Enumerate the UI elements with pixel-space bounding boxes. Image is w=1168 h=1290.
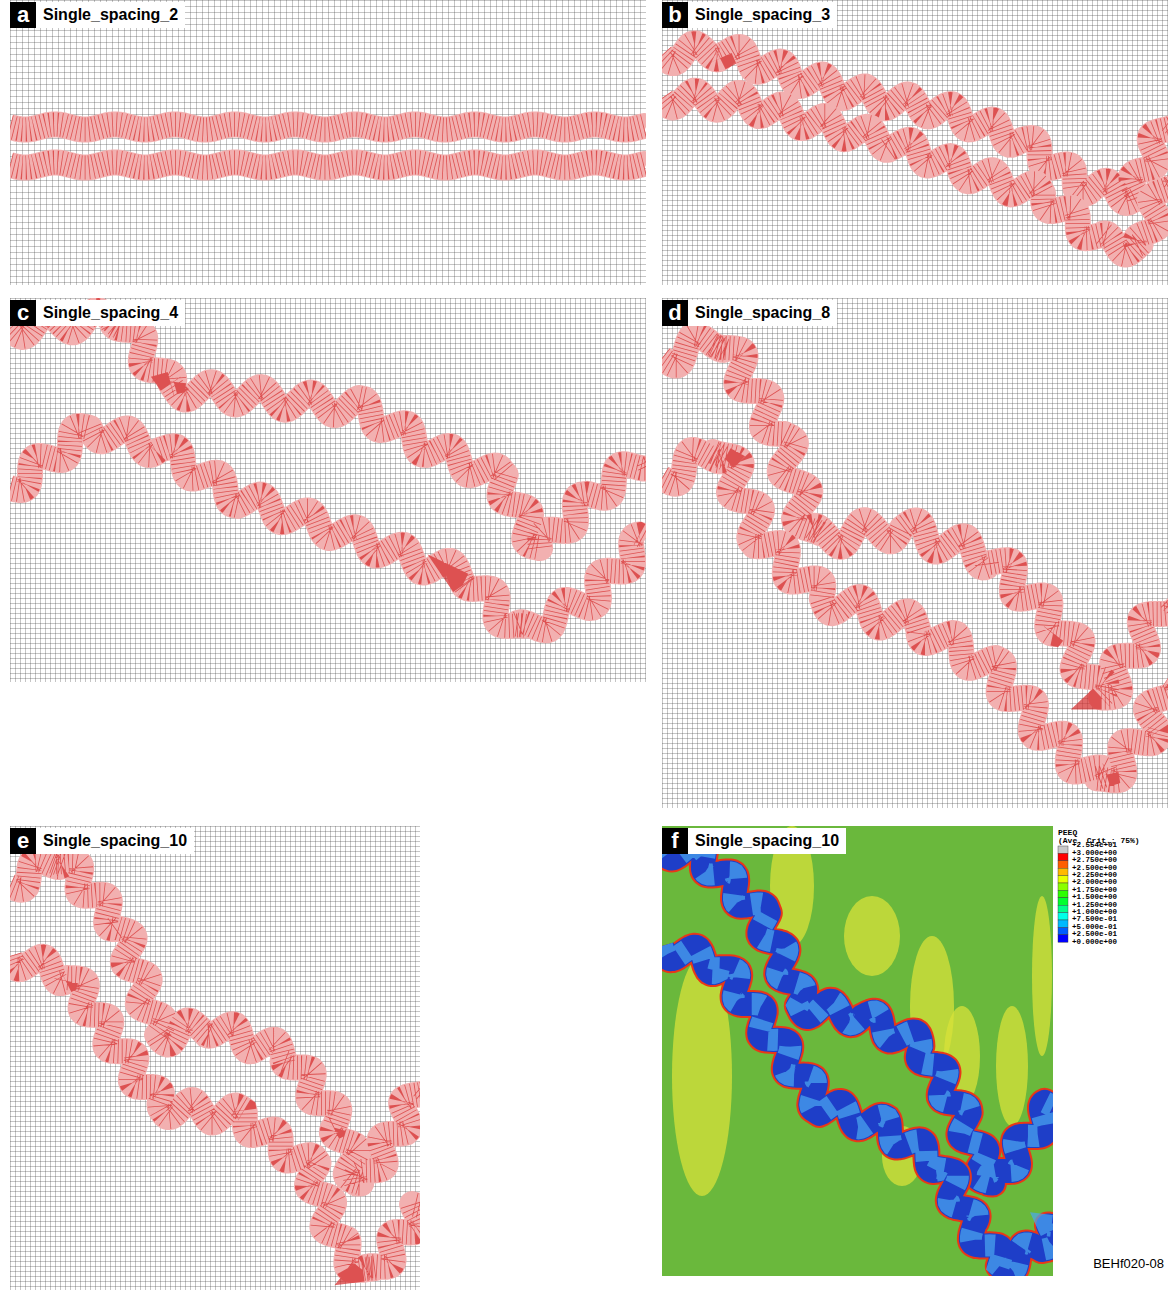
mesh-ground (10, 298, 646, 682)
fold-layer (662, 946, 1053, 1272)
color-step (1058, 913, 1068, 920)
fold-layer (662, 450, 1168, 780)
panel-letter: d (662, 300, 688, 326)
strain-zone (996, 1006, 1028, 1126)
color-step (1058, 868, 1068, 875)
figure-panel: eSingle_spacing_10 (10, 826, 420, 1290)
layer-mesh (662, 450, 1168, 780)
mesh-panel (662, 0, 1168, 285)
mesh-panel (10, 0, 646, 285)
mesh-ground (10, 0, 646, 285)
figure-panel: dSingle_spacing_8 (662, 298, 1168, 808)
panel-title: Single_spacing_4 (36, 300, 185, 326)
color-step (1058, 920, 1068, 927)
mesh-panel (10, 826, 420, 1290)
panel-title: Single_spacing_3 (688, 2, 837, 28)
panel-title: Single_spacing_10 (688, 828, 846, 854)
panel-label: cSingle_spacing_4 (10, 300, 185, 326)
color-step (1058, 853, 1068, 860)
panel-label: eSingle_spacing_10 (10, 828, 194, 854)
legend-value: +2.250e+00 (1072, 872, 1117, 879)
fold-layer (662, 91, 1168, 255)
panel-title: Single_spacing_2 (36, 2, 185, 28)
color-step (1058, 890, 1068, 897)
color-step (1058, 883, 1068, 890)
fold-layer (10, 125, 646, 130)
mesh-panel (10, 298, 646, 682)
legend-value: +1.500e+00 (1072, 894, 1117, 901)
legend-value: +1.000e+00 (1072, 909, 1117, 916)
figure-panel: bSingle_spacing_3 (662, 0, 1168, 285)
color-step (1058, 898, 1068, 905)
mesh-grid (10, 0, 646, 285)
panel-letter: b (662, 2, 688, 28)
layer-mesh (10, 956, 420, 1270)
layer-mesh (10, 426, 646, 630)
legend-value: +1.250e+00 (1072, 902, 1117, 909)
color-step (1058, 861, 1068, 868)
panel-label: dSingle_spacing_8 (662, 300, 837, 326)
legend-value: +2.500e-01 (1072, 931, 1117, 938)
layer-mesh (10, 125, 646, 130)
legend-value: +1.750e+00 (1072, 887, 1117, 894)
figure-panel: cSingle_spacing_4 (10, 298, 646, 682)
layer-mesh (662, 91, 1168, 255)
color-step (1058, 876, 1068, 883)
fold-layer (10, 956, 420, 1270)
legend-value: +2.554e+01 (1072, 842, 1117, 849)
panel-title: Single_spacing_8 (688, 300, 837, 326)
layer-mesh (662, 43, 1168, 203)
legend-value: +2.000e+00 (1072, 879, 1117, 886)
layer-strain (662, 946, 1053, 1272)
legend-value: +2.500e+00 (1072, 865, 1117, 872)
panel-letter: e (10, 828, 36, 854)
fold-layer (662, 43, 1168, 203)
panel-letter: a (10, 2, 36, 28)
legend-value: +7.500e-01 (1072, 916, 1117, 923)
layer-mesh (10, 163, 646, 168)
legend-heading: PEEQ (1058, 829, 1077, 837)
panel-letter: c (10, 300, 36, 326)
figure-panel: aSingle_spacing_2 (10, 0, 646, 285)
strain-zone (844, 896, 900, 976)
strain-zone (1032, 896, 1052, 1056)
mesh-grid (10, 298, 646, 682)
color-step (1058, 905, 1068, 912)
panel-title: Single_spacing_10 (36, 828, 194, 854)
color-step (1058, 846, 1068, 853)
legend-value: +5.000e-01 (1072, 924, 1117, 931)
figure-panel: fSingle_spacing_10 (662, 826, 1053, 1276)
panel-label: aSingle_spacing_2 (10, 2, 185, 28)
color-step (1058, 935, 1068, 942)
color-step (1058, 927, 1068, 934)
legend-value: +0.000e+00 (1072, 939, 1117, 946)
legend-value: +2.750e+00 (1072, 857, 1117, 864)
color-bar (1056, 844, 1070, 944)
layer-rim (662, 946, 1053, 1272)
legend-value: +3.000e+00 (1072, 850, 1117, 857)
fold-layer (10, 163, 646, 168)
panel-label: bSingle_spacing_3 (662, 2, 837, 28)
strain-contour-panel (662, 826, 1053, 1276)
panel-letter: f (662, 828, 688, 854)
mesh-panel (662, 298, 1168, 808)
contour-ground (662, 826, 1053, 1276)
figure-code: BEHf020-08 (1093, 1256, 1164, 1271)
fold-layer (10, 426, 646, 630)
panel-label: fSingle_spacing_10 (662, 828, 846, 854)
